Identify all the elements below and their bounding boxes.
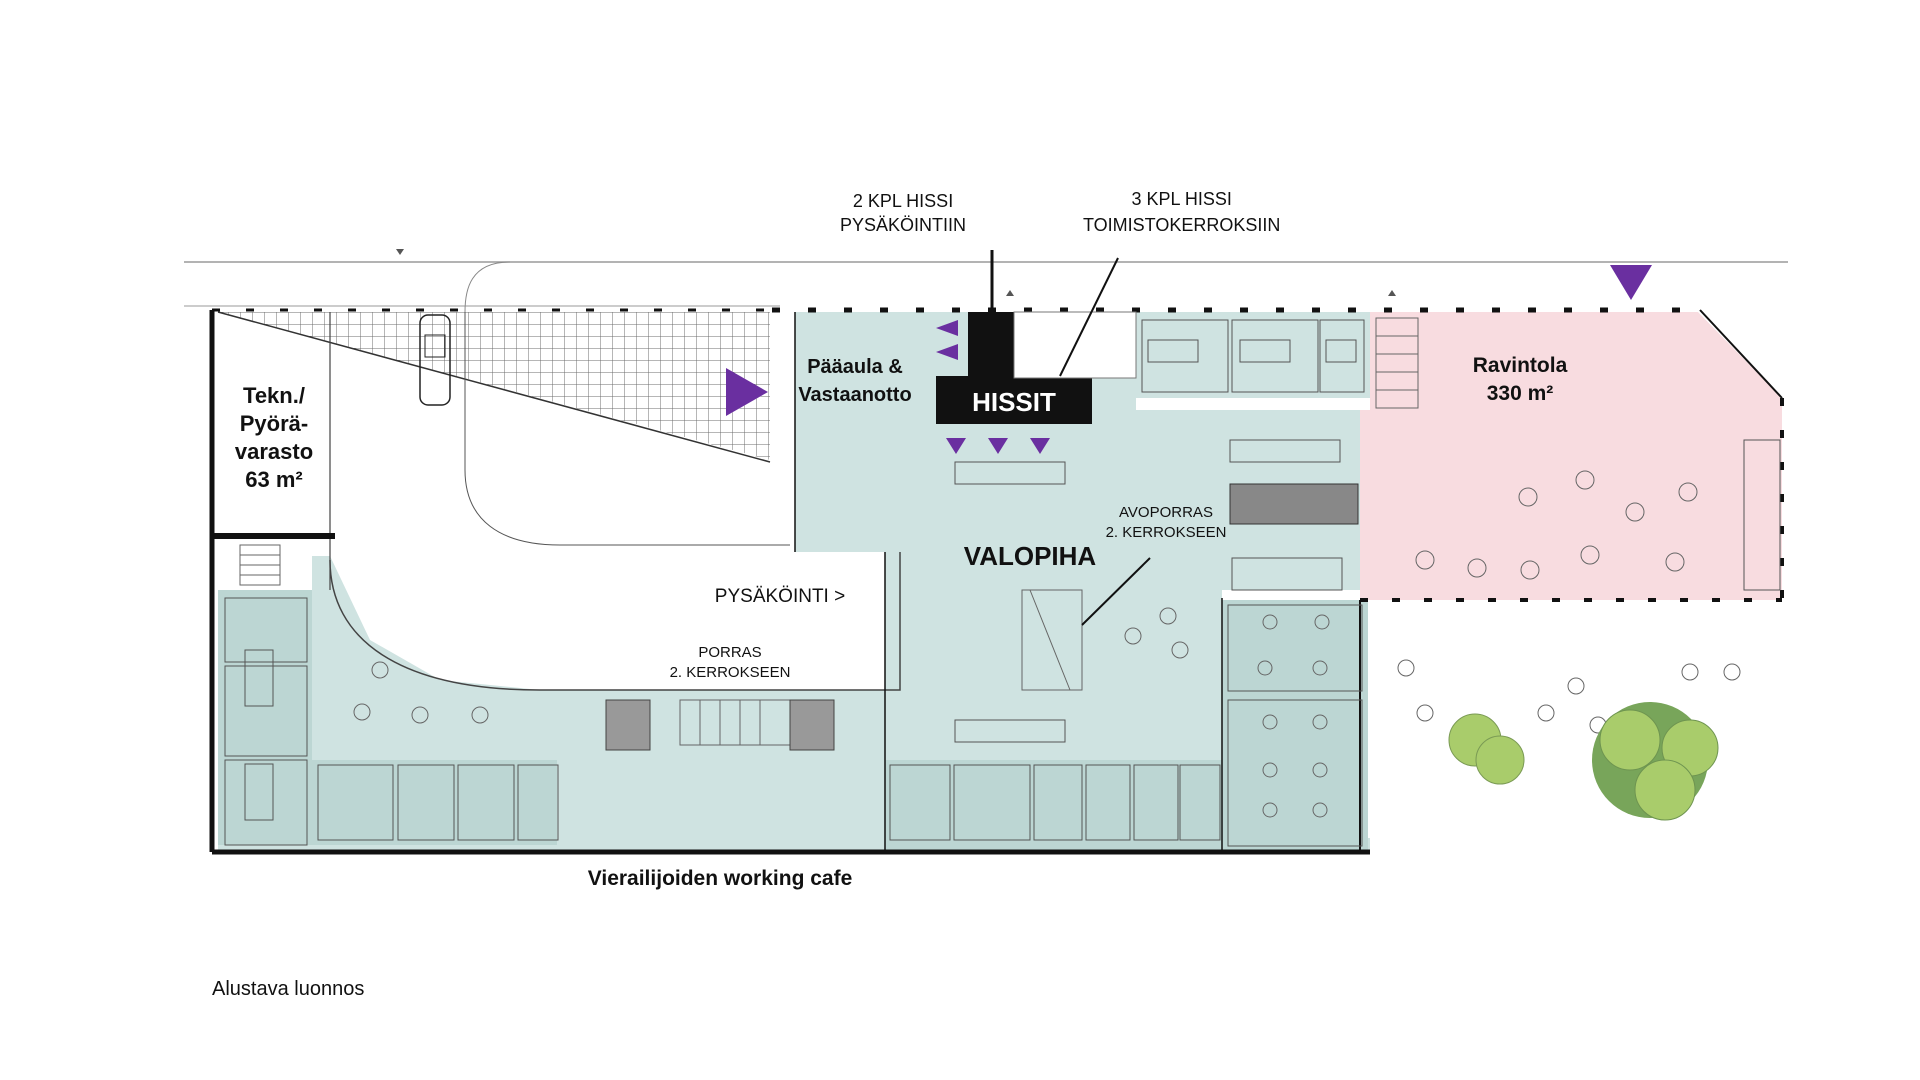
elevator-parking-annotation: 2 KPL HISSI PYSÄKÖINTIIN bbox=[840, 189, 966, 237]
annotation-line: TOIMISTOKERROKSIIN bbox=[1083, 215, 1281, 235]
main-entrance-arrow-icon bbox=[726, 368, 768, 416]
parking-ramp bbox=[217, 261, 901, 691]
room-label-line: Vastaanotto bbox=[798, 384, 912, 406]
toilet-blocks bbox=[605, 483, 1359, 751]
stairs bbox=[239, 317, 1419, 746]
round-tables bbox=[353, 470, 1741, 818]
elevator-office-annotation: 3 KPL HISSI TOIMISTOKERROKSIIN bbox=[1083, 186, 1280, 238]
restaurant-entrance-arrow-icon bbox=[1610, 265, 1652, 300]
walls bbox=[209, 307, 1784, 855]
room-label-line: Tekn./ bbox=[243, 383, 305, 408]
elevator-core bbox=[936, 250, 1137, 424]
elevators-label: HISSIT bbox=[972, 387, 1056, 417]
room-label-line: 63 m² bbox=[245, 467, 303, 492]
lobby-zone bbox=[772, 312, 1370, 850]
draft-note: Alustava luonnos bbox=[212, 978, 365, 1000]
room-label-line: 330 m² bbox=[1486, 382, 1554, 405]
street bbox=[184, 249, 1788, 307]
room-label-line: AVOPORRAS bbox=[1119, 504, 1213, 521]
restaurant-zone bbox=[1360, 312, 1782, 600]
room-label-line: PORRAS bbox=[698, 644, 762, 661]
annotation-line: 2 KPL HISSI bbox=[852, 191, 954, 211]
zones bbox=[218, 312, 1782, 850]
trees bbox=[1448, 702, 1719, 821]
room-label-line: Pyörä- bbox=[239, 411, 309, 436]
parking-label: PYSÄKÖINTI > bbox=[714, 586, 846, 607]
room-label-line: Pääaula & bbox=[807, 356, 903, 378]
direction-arrow-icon bbox=[396, 249, 404, 255]
tech-room-label: Tekn./ Pyörä- varasto 63 m² bbox=[230, 382, 318, 494]
room-label-line: Ravintola bbox=[1472, 354, 1568, 377]
open-stair-label: AVOPORRAS 2. KERROKSEEN bbox=[1086, 503, 1246, 543]
meeting-block-right bbox=[1222, 600, 1368, 850]
stair-label: PORRAS 2. KERROKSEEN bbox=[650, 643, 810, 683]
open-stair-marker bbox=[1081, 557, 1151, 626]
atrium-label: VALOPIHA bbox=[963, 541, 1097, 571]
car-icon bbox=[419, 314, 451, 406]
furniture bbox=[224, 319, 1781, 847]
entrance-arrows bbox=[726, 265, 1652, 454]
lobby-label: Pääaula & Vastaanotto bbox=[780, 353, 930, 409]
restaurant-label: Ravintola 330 m² bbox=[1440, 352, 1600, 408]
annotation-line: 3 KPL HISSI bbox=[1131, 189, 1232, 209]
room-label-line: varasto bbox=[234, 439, 314, 464]
room-label-line: 2. KERROKSEEN bbox=[669, 664, 791, 681]
room-label-line: 2. KERROKSEEN bbox=[1105, 524, 1227, 541]
cafe-label: Vierailijoiden working cafe bbox=[587, 867, 853, 890]
annotation-line: PYSÄKÖINTIIN bbox=[840, 215, 967, 235]
meeting-rooms-top bbox=[1136, 312, 1370, 398]
